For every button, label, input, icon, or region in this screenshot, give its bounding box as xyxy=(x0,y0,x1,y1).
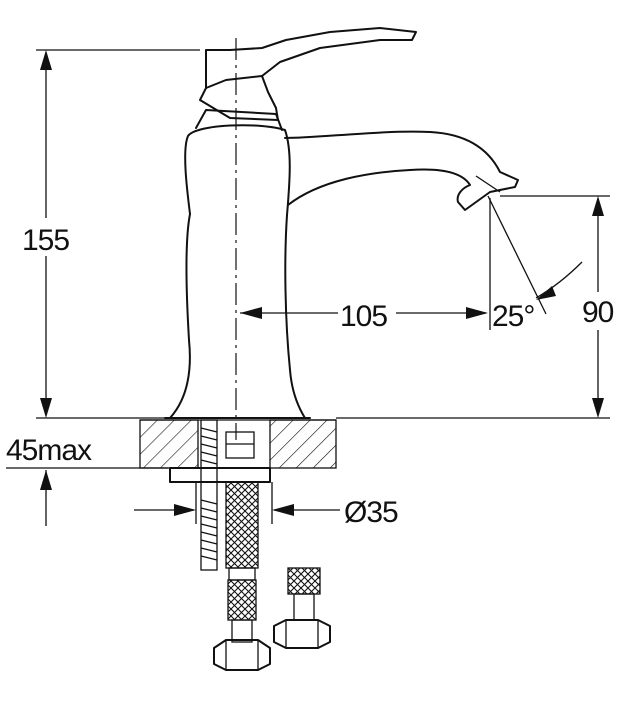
hole-diameter-label: Ø35 xyxy=(344,496,398,529)
dimension-angle-25: 25° xyxy=(487,195,583,333)
height-label: 155 xyxy=(22,224,69,257)
dimension-reach-105: 105 xyxy=(240,198,491,333)
lever-handle xyxy=(199,27,417,121)
dimension-hole-35: Ø35 xyxy=(134,482,399,529)
spout-height-label: 90 xyxy=(582,296,614,329)
countertop-section xyxy=(139,419,337,469)
deck-thickness-label: 45max xyxy=(6,434,92,467)
faucet-body xyxy=(164,109,311,419)
angle-label: 25° xyxy=(492,300,534,333)
rod-threads xyxy=(200,427,218,561)
dimension-deck-45max: 45max xyxy=(6,434,168,526)
reach-label: 105 xyxy=(340,300,387,333)
dimension-height-155: 155 xyxy=(22,49,200,419)
dimension-height-90: 90 xyxy=(336,195,615,419)
mounting-assembly xyxy=(169,419,331,671)
spout xyxy=(284,130,519,211)
